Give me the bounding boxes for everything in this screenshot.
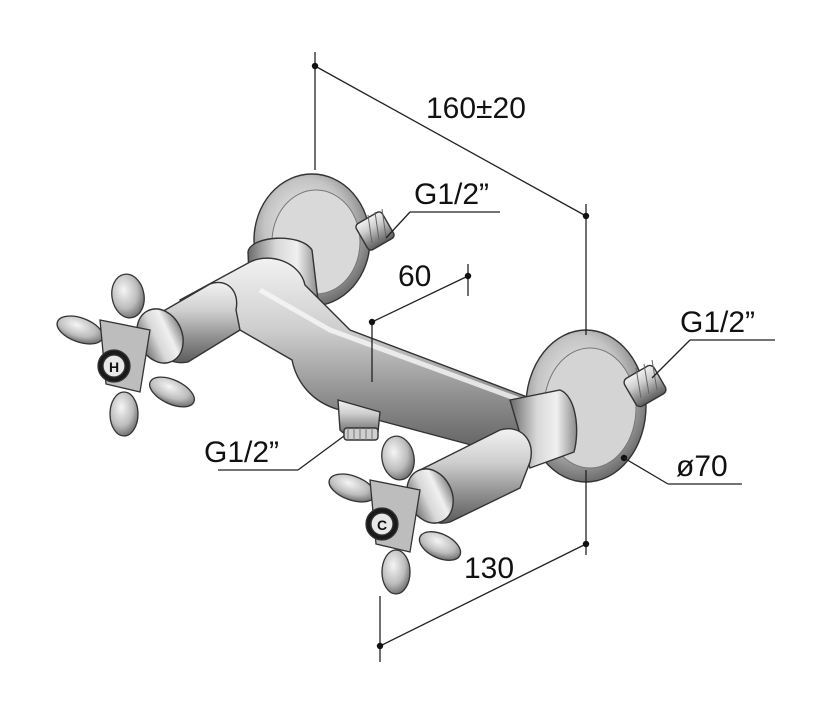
- faucet-body: [136, 173, 667, 524]
- thread-label-right: G1/2”: [680, 306, 755, 339]
- cold-marker: C: [377, 517, 387, 533]
- bottom-outlet: [337, 399, 381, 441]
- dimension-labels: 160±20 60 130 ø70 G1/2” G1/2” G1/2”: [204, 92, 755, 585]
- right-thread-nipple: [623, 359, 667, 408]
- dim-overall-width: 160±20: [426, 92, 526, 125]
- dim-center-depth: 60: [398, 260, 431, 293]
- dim-flange-diameter: ø70: [676, 450, 728, 483]
- dimension-lines: [218, 52, 775, 662]
- thread-label-bottom: G1/2”: [204, 436, 279, 469]
- top-thread-nipple: [355, 208, 395, 251]
- cold-handle[interactable]: C: [325, 434, 465, 595]
- hot-handle[interactable]: H: [53, 272, 198, 437]
- thread-label-top: G1/2”: [414, 178, 489, 211]
- hot-marker: H: [109, 359, 119, 375]
- dim-wall-depth: 130: [464, 552, 514, 585]
